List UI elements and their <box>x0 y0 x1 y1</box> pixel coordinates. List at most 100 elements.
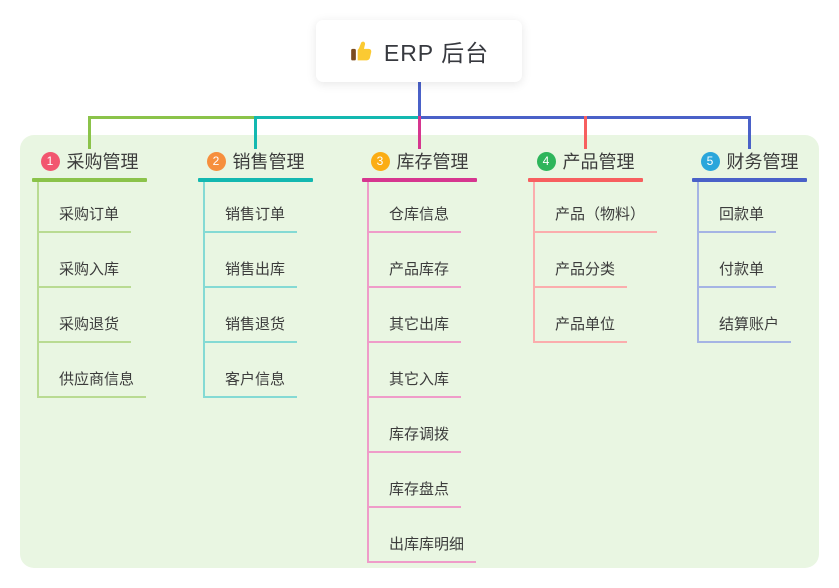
sub-item-label: 结算账户 <box>719 316 780 333</box>
branch-title: 财务管理 <box>726 152 799 172</box>
branch-drop-line-2 <box>254 116 257 149</box>
branch-underline <box>32 178 147 182</box>
sub-item-underline: 库存盘点 <box>369 478 462 508</box>
branch-title: 库存管理 <box>396 152 469 172</box>
branch-column-2: 2 销售管理 销售订单销售出库销售退货客户信息 <box>198 148 313 398</box>
branch-underline <box>362 178 477 182</box>
root-node-erp[interactable]: ERP 后台 <box>316 20 522 82</box>
sub-item-label: 其它入库 <box>389 371 450 388</box>
root-connector-line <box>418 82 421 117</box>
sub-item[interactable]: 仓库信息 <box>369 182 477 233</box>
sub-item-underline: 采购订单 <box>39 203 132 233</box>
sub-item[interactable]: 结算账户 <box>699 288 807 343</box>
branch-underline <box>692 178 807 182</box>
sub-item-underline: 销售出库 <box>205 258 298 288</box>
sub-item[interactable]: 采购入库 <box>39 233 147 288</box>
sub-item[interactable]: 出库库明细 <box>369 508 477 563</box>
mindmap-panel <box>20 135 819 568</box>
sub-item-label: 产品单位 <box>555 316 616 333</box>
sub-item[interactable]: 产品分类 <box>535 233 643 288</box>
sub-item-underline: 产品（物料） <box>535 203 658 233</box>
sub-item-label: 销售出库 <box>225 261 286 278</box>
sub-item-underline: 产品单位 <box>535 313 628 343</box>
sub-item-underline: 采购入库 <box>39 258 132 288</box>
sub-item-underline: 产品库存 <box>369 258 462 288</box>
sub-item[interactable]: 客户信息 <box>205 343 313 398</box>
sub-item-underline: 回款单 <box>699 203 777 233</box>
sub-item-label: 仓库信息 <box>389 206 450 223</box>
sub-item[interactable]: 供应商信息 <box>39 343 147 398</box>
branch-connector-segment-green <box>88 116 254 119</box>
sub-item[interactable]: 付款单 <box>699 233 807 288</box>
branch-node[interactable]: 3 库存管理 <box>362 148 477 174</box>
sub-item[interactable]: 库存调拨 <box>369 398 477 453</box>
branch-sub-list: 销售订单销售出库销售退货客户信息 <box>203 182 313 398</box>
branch-underline <box>198 178 313 182</box>
sub-item-label: 采购退货 <box>59 316 120 333</box>
sub-item-label: 付款单 <box>719 261 765 278</box>
sub-item-label: 其它出库 <box>389 316 450 333</box>
sub-item-label: 产品库存 <box>389 261 450 278</box>
sub-item-underline: 出库库明细 <box>369 533 477 563</box>
sub-item[interactable]: 产品单位 <box>535 288 643 343</box>
sub-item[interactable]: 其它入库 <box>369 343 477 398</box>
sub-item-label: 回款单 <box>719 206 765 223</box>
sub-item[interactable]: 其它出库 <box>369 288 477 343</box>
sub-item-underline: 付款单 <box>699 258 777 288</box>
branch-number-badge: 1 <box>40 151 60 171</box>
sub-item[interactable]: 产品（物料） <box>535 182 658 233</box>
branch-connector-segment-teal <box>254 116 420 119</box>
sub-item[interactable]: 销售订单 <box>205 182 313 233</box>
branch-node[interactable]: 4 产品管理 <box>528 148 643 174</box>
sub-item[interactable]: 销售出库 <box>205 233 313 288</box>
sub-item-label: 产品（物料） <box>555 206 646 223</box>
branch-drop-line-4 <box>584 116 587 149</box>
sub-item-label: 采购入库 <box>59 261 120 278</box>
sub-item-underline: 仓库信息 <box>369 203 462 233</box>
sub-item-label: 产品分类 <box>555 261 616 278</box>
branch-title: 销售管理 <box>232 152 305 172</box>
sub-item-underline: 其它出库 <box>369 313 462 343</box>
sub-item[interactable]: 采购退货 <box>39 288 147 343</box>
sub-item-label: 销售退货 <box>225 316 286 333</box>
branch-node[interactable]: 1 采购管理 <box>32 148 147 174</box>
sub-item-label: 采购订单 <box>59 206 120 223</box>
sub-item[interactable]: 库存盘点 <box>369 453 477 508</box>
branch-sub-list: 产品（物料） 产品分类产品单位 <box>533 182 658 343</box>
root-node-title: ERP 后台 <box>383 40 490 66</box>
branch-title: 采购管理 <box>66 152 139 172</box>
sub-item-underline: 结算账户 <box>699 313 792 343</box>
branch-sub-list: 采购订单采购入库采购退货供应商信息 <box>37 182 147 398</box>
branch-column-1: 1 采购管理 采购订单采购入库采购退货供应商信息 <box>32 148 147 398</box>
sub-item-underline: 客户信息 <box>205 368 298 398</box>
branch-node[interactable]: 2 销售管理 <box>198 148 313 174</box>
branch-drop-line-1 <box>88 116 91 149</box>
branch-drop-line-3 <box>418 116 421 149</box>
sub-item-label: 库存调拨 <box>389 426 450 443</box>
sub-item-underline: 其它入库 <box>369 368 462 398</box>
branch-number-badge: 4 <box>536 151 556 171</box>
thumbs-up-icon <box>349 38 375 64</box>
sub-item-underline: 供应商信息 <box>39 368 147 398</box>
branch-number-badge: 5 <box>700 151 720 171</box>
sub-item-underline: 库存调拨 <box>369 423 462 453</box>
branch-node[interactable]: 5 财务管理 <box>692 148 807 174</box>
branch-underline <box>528 178 643 182</box>
sub-item[interactable]: 销售退货 <box>205 288 313 343</box>
sub-item-label: 库存盘点 <box>389 481 450 498</box>
sub-item[interactable]: 产品库存 <box>369 233 477 288</box>
sub-item[interactable]: 采购订单 <box>39 182 147 233</box>
branch-title: 产品管理 <box>562 152 635 172</box>
sub-item-label: 出库库明细 <box>389 536 465 553</box>
sub-item[interactable]: 回款单 <box>699 182 807 233</box>
sub-item-underline: 采购退货 <box>39 313 132 343</box>
branch-number-badge: 2 <box>206 151 226 171</box>
branch-drop-line-5 <box>748 116 751 149</box>
sub-item-underline: 销售订单 <box>205 203 298 233</box>
branch-column-5: 5 财务管理 回款单付款单结算账户 <box>692 148 807 343</box>
branch-sub-list: 回款单付款单结算账户 <box>697 182 807 343</box>
branch-column-4: 4 产品管理 产品（物料） 产品分类产品单位 <box>528 148 658 343</box>
branch-number-badge: 3 <box>370 151 390 171</box>
sub-item-label: 销售订单 <box>225 206 286 223</box>
